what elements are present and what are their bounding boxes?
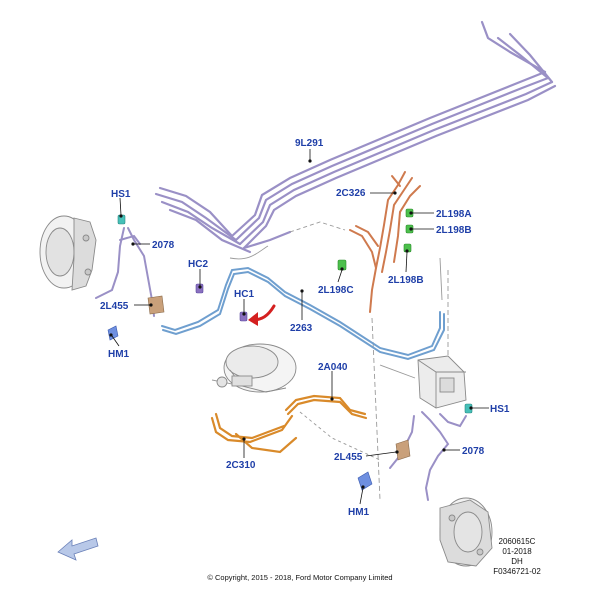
front-orientation-arrow-icon (57, 537, 99, 561)
brake-booster (216, 343, 297, 393)
orange-pipe-2a040 (284, 394, 368, 420)
callout-hs1-left: HS1 (111, 189, 131, 200)
info-line: F0346721-02 (493, 567, 541, 576)
callout-hm1-left: HM1 (108, 349, 130, 360)
left-brake-caliper (39, 215, 97, 291)
orange-pipe-2c310 (210, 412, 298, 454)
callout-hc1: HC1 (234, 289, 254, 300)
callout-hs1-right: HS1 (490, 404, 510, 415)
callout-2l198c: 2L198C (318, 285, 354, 296)
callout-2a040: 2A040 (318, 362, 348, 373)
callout-2078-left: 2078 (152, 240, 175, 251)
bracket-2l455-right (395, 439, 411, 461)
callout-2l455-right: 2L455 (334, 452, 363, 463)
callout-2l198a: 2L198A (436, 209, 472, 220)
callout-hm1-right: HM1 (348, 507, 370, 518)
callout-labels: HS1 2078 2L455 HM1 HC2 HC1 9L291 2C326 2… (100, 138, 510, 518)
callout-2l198b-lower: 2L198B (388, 275, 424, 286)
callout-2263: 2263 (290, 323, 313, 334)
red-direction-arrow-icon (248, 304, 276, 326)
copper-pipe-2c326 (349, 171, 421, 313)
callout-2078-right: 2078 (462, 446, 485, 457)
leader-lines (109, 149, 489, 505)
right-brake-caliper (439, 497, 493, 567)
callout-9l291: 9L291 (295, 138, 324, 149)
clip-hm1-right (357, 471, 373, 491)
info-line: 2060615C (498, 537, 536, 546)
callout-hc2: HC2 (188, 259, 208, 270)
info-line: 01-2018 (502, 547, 532, 556)
info-block: 2060615C 01-2018 DH F0346721-02 (482, 537, 552, 576)
main-brake-pipe-bundle (154, 20, 557, 254)
callout-2c310: 2C310 (226, 460, 256, 471)
callout-2l198b-upper: 2L198B (436, 225, 472, 236)
bracket-2l455-left (147, 295, 165, 315)
callout-2c326: 2C326 (336, 188, 366, 199)
blue-pipe-2263 (161, 266, 445, 361)
abs-module (417, 355, 467, 409)
copyright-notice: © Copyright, 2015 - 2018, Ford Motor Com… (207, 573, 393, 582)
info-line: DH (511, 557, 523, 566)
callout-2l455-left: 2L455 (100, 301, 129, 312)
